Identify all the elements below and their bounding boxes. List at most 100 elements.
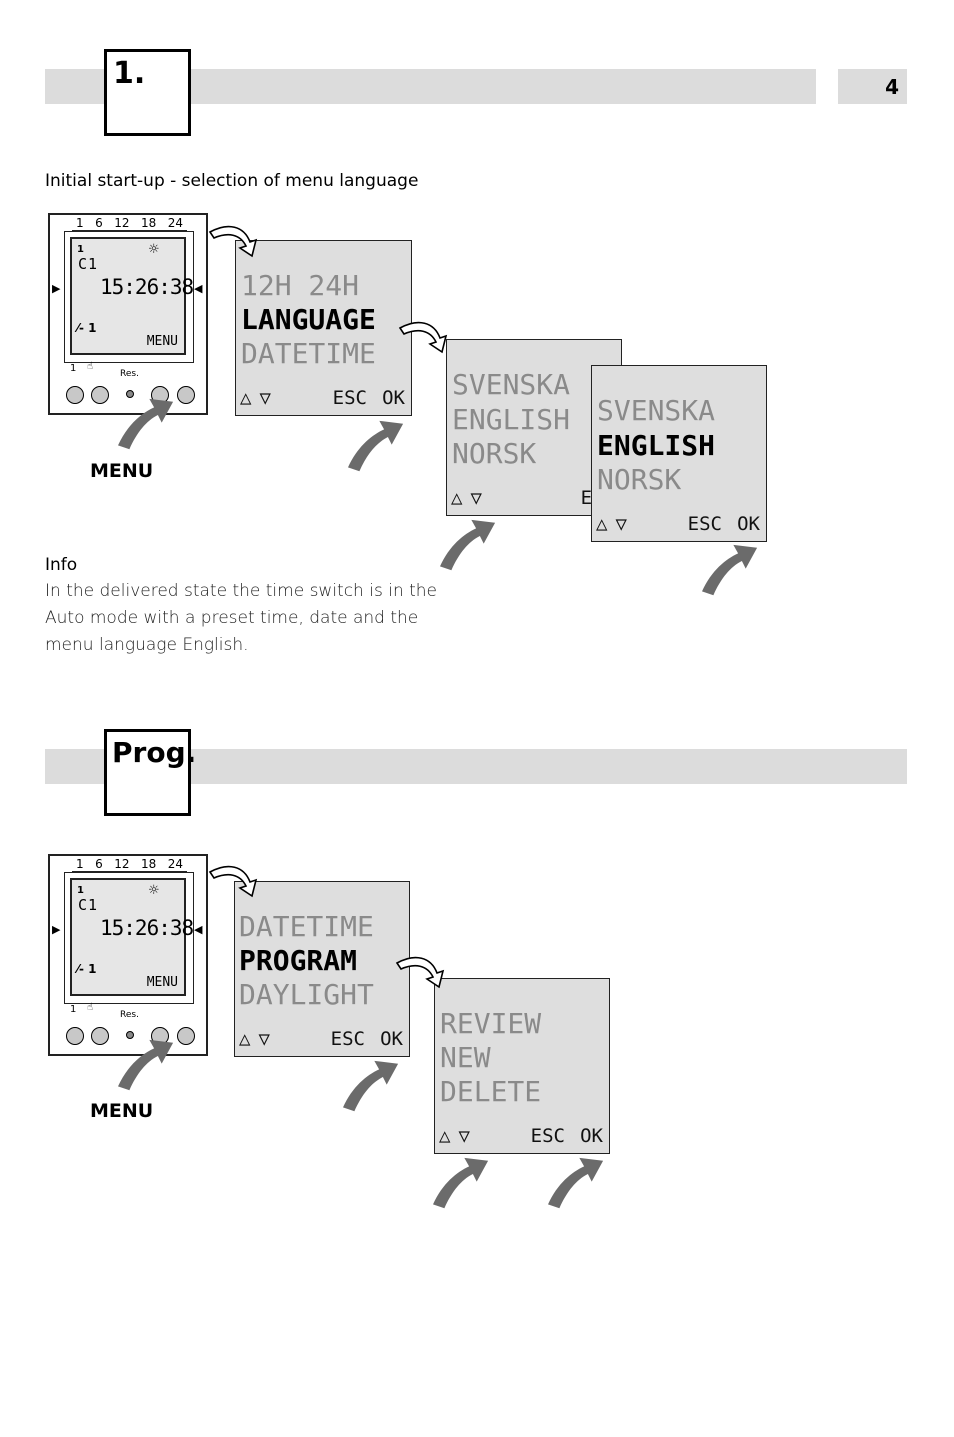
hand-icon: ☝ <box>87 1002 94 1013</box>
info-heading: Info <box>45 555 78 575</box>
hour-tick: 12 <box>114 856 130 871</box>
display-menu-label: MENU <box>146 334 178 349</box>
device-button-1[interactable] <box>66 1027 84 1045</box>
reset-button[interactable] <box>126 390 134 398</box>
switch-icon: ⁄- <box>77 962 84 976</box>
switch-icon: ⁄- <box>77 321 84 335</box>
time-switch-device: 1 6 12 18 24 1 C1 ☼ 15:26:38 ⁄- 1 MENU ▶… <box>48 854 208 1056</box>
down-icon: ▽ <box>258 1028 270 1050</box>
device-button-row: 1 ☝ Res. <box>50 361 206 413</box>
hour-tick: 18 <box>140 215 157 230</box>
lcd-panel-language: 12H 24H LANGUAGE DATETIME △▽ ESC OK <box>235 240 412 416</box>
ok-label: OK <box>380 1028 403 1050</box>
device-button-1[interactable] <box>66 386 84 404</box>
section-subtitle: Initial start-up - selection of menu lan… <box>45 171 419 191</box>
down-icon: ▽ <box>259 387 271 409</box>
menu-option-selected: LANGUAGE <box>241 303 376 336</box>
info-text: In the delivered state the time switch i… <box>45 578 445 659</box>
press-arrow-icon <box>343 1060 399 1112</box>
page-number-box: 4 <box>838 69 907 104</box>
down-icon: ▽ <box>458 1125 470 1147</box>
lcd-panel-english-selected: SVENSKA ENGLISH NORSK △▽ ESC OK <box>591 365 767 542</box>
device-display: 1 C1 ☼ 15:26:38 ⁄- 1 MENU <box>70 237 194 355</box>
menu-option-selected: PROGRAM <box>239 944 358 977</box>
ok-label: OK <box>382 387 405 409</box>
output-number: 1 <box>88 321 97 335</box>
hour-tick: 24 <box>167 215 183 230</box>
button-label-res: Res. <box>120 1010 139 1020</box>
device-button-row: 1 ☝ Res. <box>50 1002 206 1054</box>
device-display: 1 C1 ☼ 15:26:38 ⁄- 1 MENU <box>70 878 194 996</box>
press-arrow-icon <box>118 398 174 450</box>
menu-callout: MENU <box>90 460 154 482</box>
section-number-box: Prog. <box>104 729 196 816</box>
button-label-1: 1 <box>70 363 77 374</box>
device-button-ok[interactable] <box>177 1027 195 1045</box>
output-number: 1 <box>88 962 97 976</box>
menu-option: DATETIME <box>241 337 376 370</box>
lcd-footer: △ ▽ ESC OK <box>439 1125 603 1147</box>
clock-time: 15:26:38 <box>100 275 194 299</box>
ok-label: OK <box>737 513 760 535</box>
section-number-box: 1. <box>104 49 191 136</box>
up-icon: △ <box>240 387 252 409</box>
esc-label: ESC <box>330 1028 365 1050</box>
ok-label: OK <box>580 1125 603 1147</box>
section-number: 1. <box>113 56 146 91</box>
menu-option: NORSK <box>452 437 537 470</box>
section-number: Prog. <box>112 736 197 769</box>
esc-label: ESC <box>687 513 722 535</box>
down-icon: ▽ <box>470 487 482 509</box>
lcd-panel-program: DATETIME PROGRAM DAYLIGHT △ ▽ ESC OK <box>234 881 410 1057</box>
menu-option: DAYLIGHT <box>239 978 374 1011</box>
up-icon: △ <box>439 1125 451 1147</box>
press-arrow-icon <box>348 420 404 472</box>
hour-scale: 1 6 12 18 24 <box>72 856 187 872</box>
menu-option: NORSK <box>597 463 682 496</box>
flow-arrow-icon <box>209 865 257 897</box>
lcd-footer: △▽ ESC OK <box>240 387 405 409</box>
up-icon: △ <box>596 513 608 535</box>
press-arrow-icon <box>440 519 496 571</box>
hour-tick: 1 <box>76 215 84 230</box>
channel-number: 1 <box>77 885 84 896</box>
button-label-res: Res. <box>120 369 139 379</box>
hour-tick: 12 <box>114 215 130 230</box>
menu-option: ENGLISH <box>452 403 571 436</box>
esc-label: ESC <box>530 1125 565 1147</box>
channel-code: C1 <box>78 255 99 273</box>
hour-tick: 24 <box>167 856 183 871</box>
info-line: menu language English. <box>45 635 249 655</box>
menu-option: 12H 24H <box>241 269 360 302</box>
press-arrow-icon <box>702 544 758 596</box>
page-number: 4 <box>885 74 899 99</box>
right-marker-icon: ◀ <box>194 923 203 936</box>
menu-option: DATETIME <box>239 910 374 943</box>
hour-tick: 1 <box>76 856 84 871</box>
menu-callout: MENU <box>90 1100 154 1122</box>
clock-time: 15:26:38 <box>100 916 194 940</box>
hour-scale: 1 6 12 18 24 <box>72 215 187 231</box>
flow-arrow-icon <box>396 956 444 988</box>
left-marker-icon: ▶ <box>52 923 61 936</box>
device-button-manual[interactable] <box>91 386 109 404</box>
flow-arrow-icon <box>209 225 257 257</box>
menu-option: DELETE <box>440 1075 542 1108</box>
press-arrow-icon <box>548 1157 604 1209</box>
menu-option-selected: ENGLISH <box>597 429 716 462</box>
hour-tick: 6 <box>95 856 103 871</box>
device-button-manual[interactable] <box>91 1027 109 1045</box>
up-icon: △ <box>239 1028 251 1050</box>
reset-button[interactable] <box>126 1031 134 1039</box>
left-marker-icon: ▶ <box>52 282 61 295</box>
right-marker-icon: ◀ <box>194 282 203 295</box>
display-frame <box>64 872 194 1004</box>
up-icon: △ <box>451 487 463 509</box>
press-arrow-icon <box>118 1039 174 1091</box>
lcd-footer: △ ▽ ESC OK <box>239 1028 403 1050</box>
menu-option: SVENSKA <box>452 368 571 401</box>
down-icon: ▽ <box>615 513 627 535</box>
device-button-ok[interactable] <box>177 386 195 404</box>
sun-icon: ☼ <box>148 242 160 257</box>
